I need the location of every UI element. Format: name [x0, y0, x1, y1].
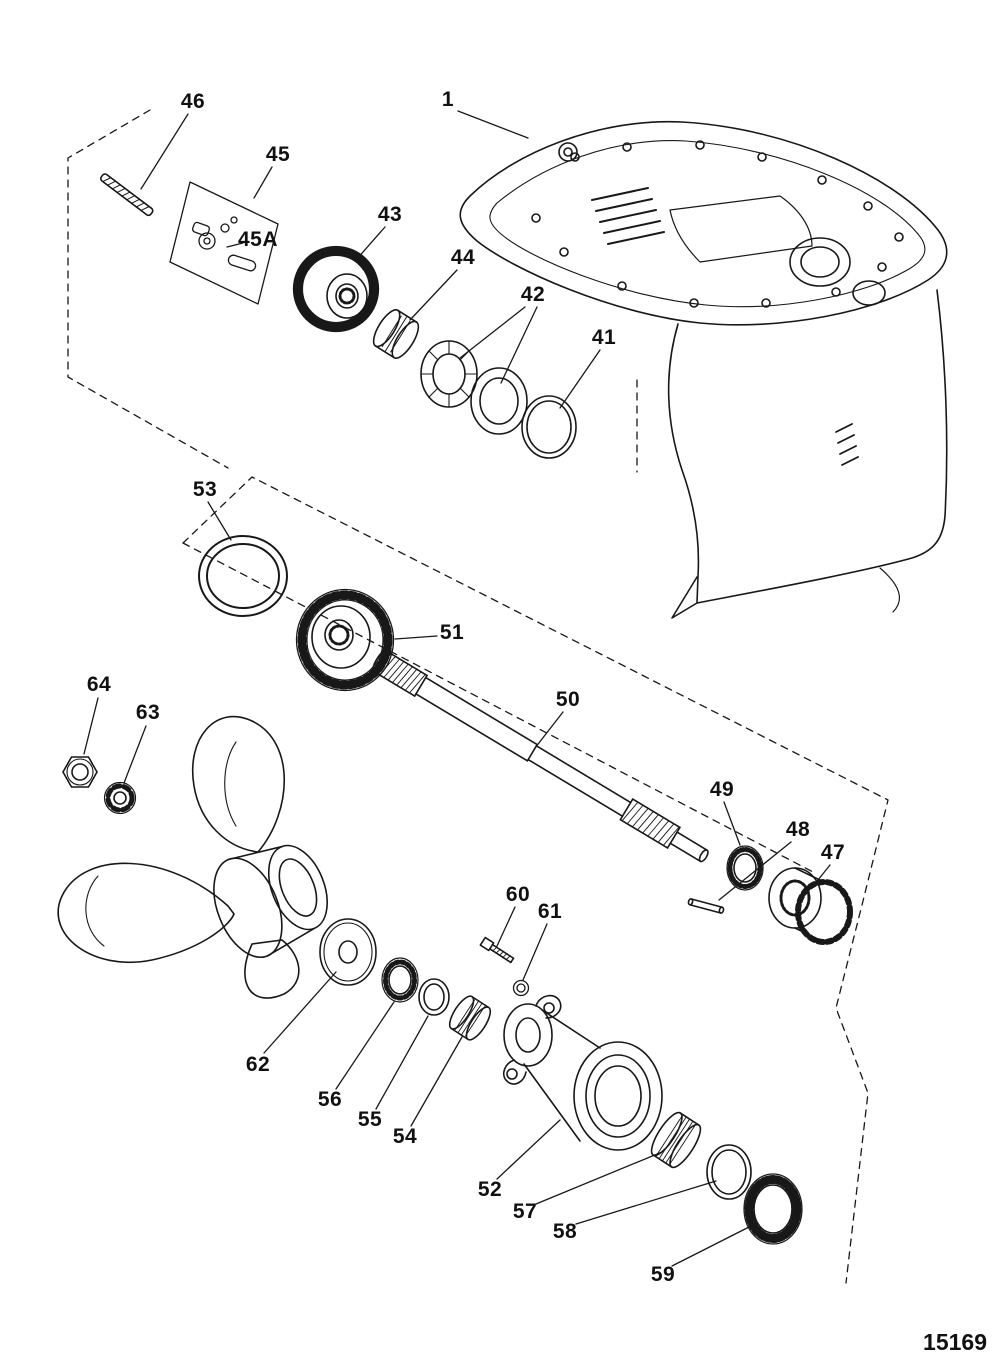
part-47-retainer-drawing	[768, 867, 853, 945]
callout-42: 42	[520, 283, 546, 306]
part-61-washer-drawing	[512, 979, 530, 997]
part-43-gear-drawing	[292, 245, 380, 333]
callout-62: 62	[245, 1053, 271, 1076]
callout-52: 52	[477, 1178, 503, 1201]
part-46-spring-drawing	[99, 173, 154, 217]
part-48-pin-drawing	[687, 898, 725, 914]
callout-51: 51	[439, 621, 465, 644]
propeller-drawing	[57, 715, 328, 999]
leader-lines	[83, 110, 831, 1267]
part-49-washer-drawing	[726, 845, 764, 891]
part-57-needle-bearing-drawing	[650, 1111, 702, 1169]
callout-1: 1	[441, 88, 455, 111]
callout-50: 50	[555, 688, 581, 711]
callout-54: 54	[392, 1125, 418, 1148]
callout-47: 47	[820, 841, 846, 864]
callout-49: 49	[709, 778, 735, 801]
callout-48: 48	[785, 818, 811, 841]
callout-60: 60	[505, 883, 531, 906]
callout-59: 59	[650, 1263, 676, 1286]
part-54-needle-bearing-drawing	[448, 995, 492, 1041]
boundary-dash-lines	[67, 109, 889, 1284]
part-45-kit-drawing	[169, 181, 279, 305]
part-41-oring-drawing	[521, 395, 577, 459]
part-52-bearing-carrier-drawing	[502, 994, 663, 1151]
part-42-bearing-drawing	[420, 340, 528, 435]
callout-64: 64	[86, 673, 112, 696]
gear-housing-drawing	[459, 120, 948, 619]
callout-58: 58	[552, 1220, 578, 1243]
part-55-ring-drawing	[418, 978, 450, 1016]
part-53-oring-drawing	[198, 535, 288, 617]
callout-57: 57	[512, 1200, 538, 1223]
part-64-nut-drawing	[62, 756, 98, 788]
callout-43: 43	[377, 203, 403, 226]
part-63-tab-washer-drawing	[103, 781, 137, 815]
callout-45A: 45A	[237, 228, 279, 251]
callout-61: 61	[537, 900, 563, 923]
callout-55: 55	[357, 1108, 383, 1131]
callout-44: 44	[450, 246, 476, 269]
callout-56: 56	[317, 1088, 343, 1111]
callout-46: 46	[180, 90, 206, 113]
part-50-propshaft-drawing	[372, 649, 709, 863]
part-56-bearing-drawing	[381, 957, 419, 1003]
callout-63: 63	[135, 701, 161, 724]
callout-53: 53	[192, 478, 218, 501]
part-59-thrust-bearing-drawing	[743, 1173, 803, 1245]
part-58-washer-drawing	[706, 1144, 752, 1200]
part-44-bearing-drawing	[372, 309, 420, 359]
callout-41: 41	[591, 326, 617, 349]
part-60-bolt-drawing	[479, 936, 515, 964]
part-51-gear-drawing	[295, 588, 395, 692]
figure-number: 15169	[923, 1329, 987, 1355]
part-62-thrust-washer-drawing	[319, 918, 377, 986]
callout-45: 45	[265, 143, 291, 166]
